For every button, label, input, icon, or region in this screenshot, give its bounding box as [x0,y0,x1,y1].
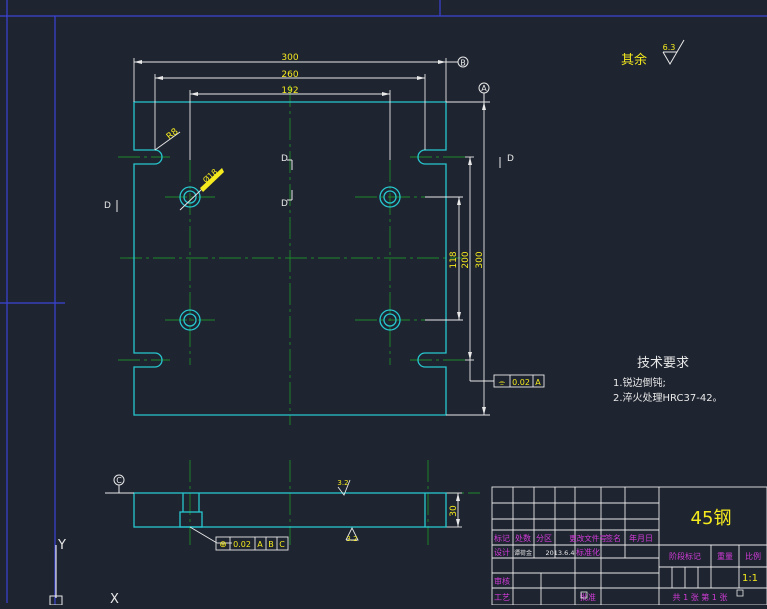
dim-300-right: 300 [475,251,485,268]
stage-label: 阶段标记 [669,551,701,561]
position-datum-c: C [279,540,285,549]
row-review-label: 审核 [494,576,510,586]
ucs-y-label: Y [57,538,66,553]
section-d-mid: D [281,199,288,209]
approve-label: 批准 [580,592,596,602]
tech-req-item-2: 2.淬火处理HRC37-42。 [613,391,723,404]
datum-b: B [446,56,469,68]
tolerance-frame-position: ⊕ 0.02 A B C [215,536,289,551]
title-headers: 标记 处数 分区 更改文件号 签名 年月日 设计 标准化 审核 工艺 批准 阶段… [494,533,761,602]
row-design-label: 设计 [494,547,510,557]
hdr-sign: 签名 [605,533,621,543]
scale-label: 比例 [745,551,761,561]
roughness-side-bottom: 3.2 [346,535,357,543]
roughness-other-label: 其余 [621,52,647,68]
hdr-change: 更改文件号 [569,533,607,543]
side-view [133,492,447,528]
dimension-texts: 300 260 192 R8 Ø18 118 200 300 30 [165,53,485,517]
weight-label: 重量 [717,551,733,561]
dimension-lines [133,58,494,528]
hdr-count: 处数 [515,533,531,543]
dimension-arrows [134,60,486,527]
roughness-side-top: 3.2 [337,479,348,487]
tech-req-item-1: 1.锐边倒钝; [613,376,666,389]
hdr-date: 年月日 [629,533,653,543]
designer-name: 谭荷金 [514,549,532,557]
title-block: 45钢 标记 处数 分区 更改文件号 签名 年月日 设计 标准化 审核 工艺 批… [491,486,767,606]
dim-300-top: 300 [281,53,298,63]
row-standard-label: 标准化 [576,547,600,557]
mounting-holes [179,186,401,331]
datum-c: C [105,474,134,494]
dim-r8: R8 [165,127,181,143]
roughness-other: 其余 6.3 [621,39,685,68]
dim-260: 260 [281,70,298,80]
position-datum-a: A [257,540,263,549]
section-d-left: D [104,201,111,211]
flatness-value: 0.02 [512,378,530,387]
dim-hole: Ø18 [201,167,220,185]
dim-118: 118 [449,251,459,268]
tech-requirements: 技术要求 1.锐边倒钝; 2.淬火处理HRC37-42。 [613,356,723,404]
position-datum-b: B [268,540,274,549]
ucs-x-label: X [110,592,119,605]
flatness-datum: A [535,378,541,387]
datum-b-label: B [460,59,466,68]
section-markers [116,157,501,212]
ucs-icon: Y X [49,538,119,607]
dim-200: 200 [461,251,471,268]
hdr-zone: 分区 [536,534,552,543]
section-d-top: D [281,154,288,164]
grip-markers [580,589,744,599]
tolerance-frame-flatness: ⌯ 0.02 A [493,374,545,388]
flatness-symbol: ⌯ [499,378,506,387]
hole-leader [179,168,224,211]
side-leaders [189,479,359,544]
dim-30: 30 [449,505,459,517]
hdr-mark: 标记 [494,533,510,543]
sheet-count: 共 1 张 第 1 张 [673,592,728,602]
design-date: 2013.6.4 [546,549,575,557]
scale-value: 1:1 [742,573,758,584]
dim-192: 192 [281,86,298,96]
position-value: 0.02 [233,540,251,549]
title-block-grid [491,486,767,606]
section-d-right: D [507,154,514,164]
datum-a-label: A [481,84,487,93]
material-label: 45钢 [691,508,732,529]
row-process-label: 工艺 [494,593,510,602]
datum-c-label: C [116,476,122,485]
section-letters: D D D D [104,154,514,211]
position-symbol: ⊕ [219,540,227,550]
datum-a: A [478,82,490,102]
roughness-other-value: 6.3 [663,43,676,52]
tech-req-title: 技术要求 [637,356,689,371]
